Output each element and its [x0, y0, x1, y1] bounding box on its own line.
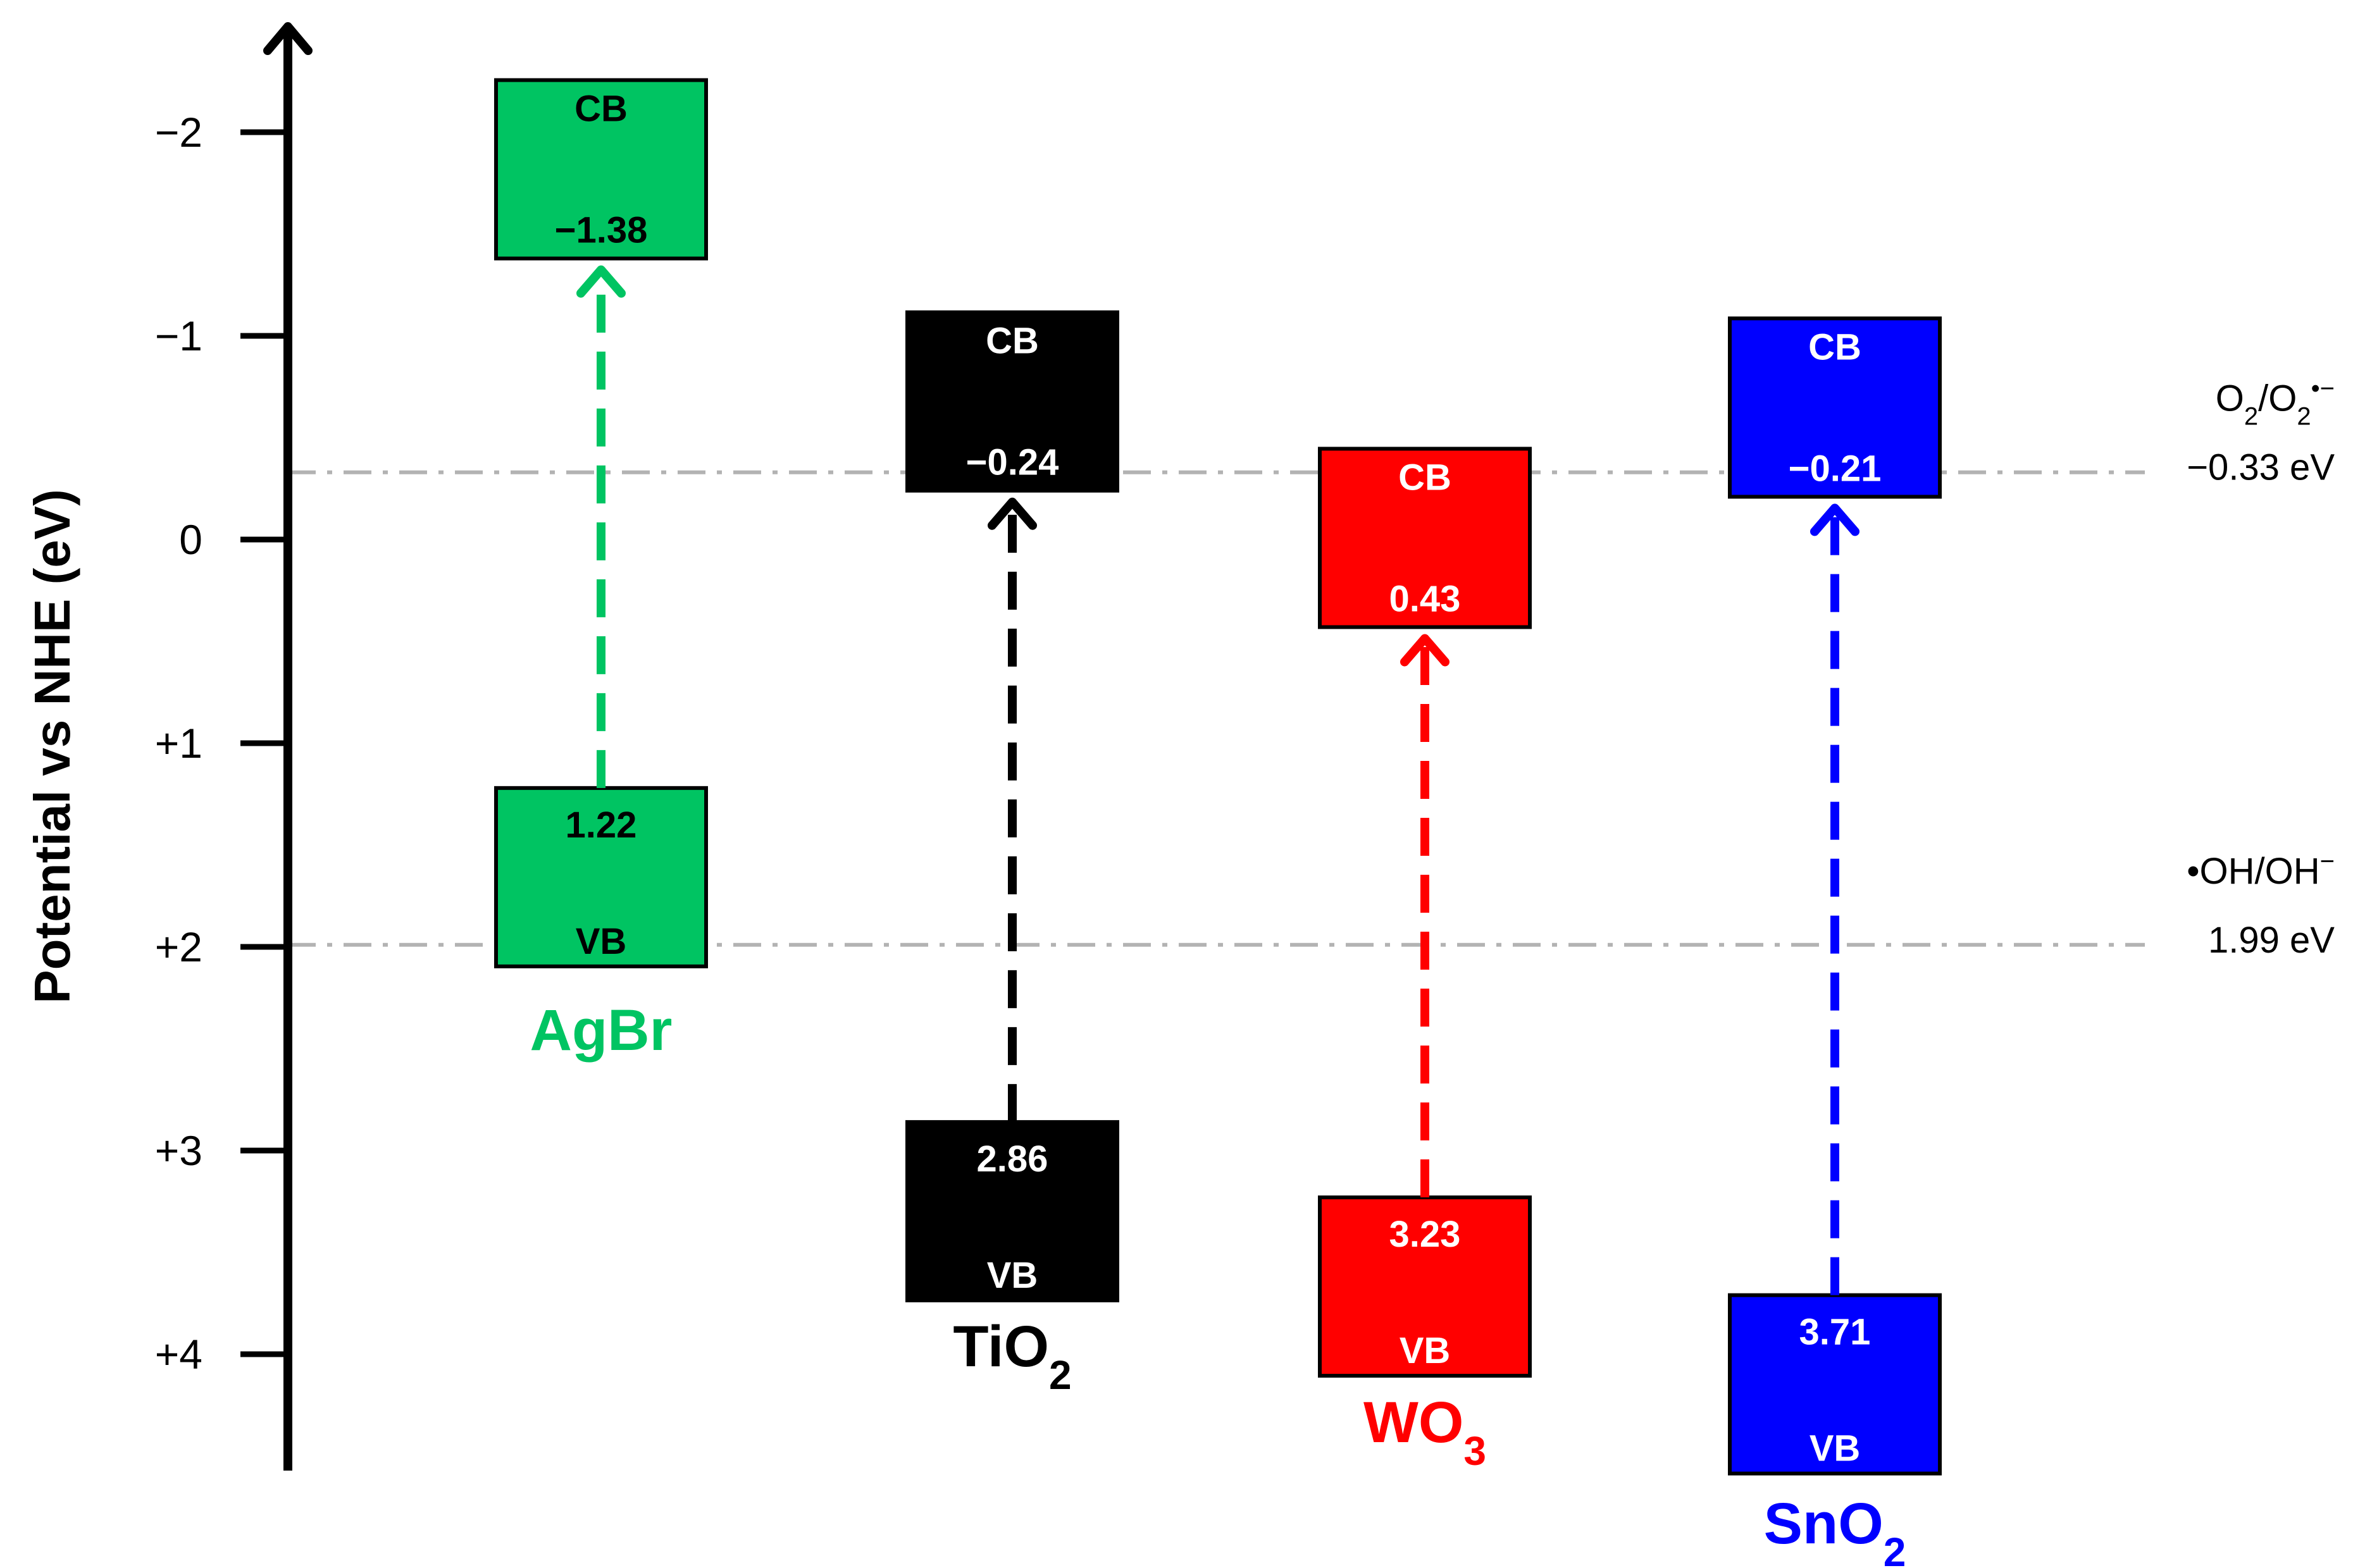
- tick-label: −1: [155, 312, 202, 359]
- cb-box: [494, 78, 708, 261]
- cb-value: −0.21: [1789, 448, 1882, 489]
- tick-label: +2: [155, 923, 202, 970]
- excitation-arrowhead: [988, 497, 1037, 530]
- vb-value: 3.23: [1389, 1214, 1461, 1255]
- tick-label: +3: [155, 1127, 202, 1174]
- cb-label: CB: [574, 89, 628, 130]
- reference-value: 1.99 eV: [2208, 920, 2335, 961]
- cb-value: −1.38: [555, 210, 648, 251]
- materials: CB−1.381.22VBAgBrCB−0.242.86VBTiO2CB0.43…: [494, 78, 1942, 1568]
- excitation-arrowhead: [1810, 503, 1859, 536]
- potential-axis: Potential vs NHE (eV) −2 −1 0 +1 +2 +3 +4: [24, 22, 313, 1471]
- axis-arrowhead: [263, 22, 313, 55]
- cb-value: 0.43: [1389, 578, 1461, 619]
- material-label: SnO2: [1764, 1491, 1906, 1568]
- material-label: AgBr: [530, 998, 673, 1063]
- vb-label: VB: [1400, 1330, 1451, 1371]
- tick-label: −2: [155, 109, 202, 156]
- cb-box: [1318, 447, 1532, 629]
- vb-label: VB: [1810, 1428, 1861, 1469]
- material-label: TiO2: [953, 1314, 1071, 1398]
- reference-name: O2/O2•−: [2216, 375, 2335, 431]
- excitation-arrowhead: [1400, 634, 1450, 667]
- reference-value: −0.33 eV: [2187, 447, 2335, 488]
- cb-label: CB: [1398, 457, 1451, 498]
- tick-label: +1: [155, 720, 202, 767]
- vb-label: VB: [576, 921, 627, 962]
- cb-box: [905, 310, 1119, 493]
- material-label: WO3: [1363, 1390, 1486, 1474]
- cb-box: [1728, 316, 1942, 499]
- cb-label: CB: [986, 321, 1039, 362]
- vb-value: 2.86: [977, 1139, 1048, 1180]
- tick-label: 0: [179, 516, 202, 563]
- cb-label: CB: [1808, 326, 1861, 367]
- vb-value: 3.71: [1799, 1312, 1871, 1353]
- vb-value: 1.22: [566, 805, 637, 846]
- reference-name: •OH/OH−: [2187, 848, 2335, 892]
- tick-label: +4: [155, 1331, 202, 1378]
- cb-value: −0.24: [966, 442, 1059, 483]
- vb-box: [1318, 1195, 1532, 1378]
- vb-label: VB: [987, 1255, 1038, 1296]
- axis-title: Potential vs NHE (eV): [24, 489, 80, 1004]
- excitation-arrowhead: [576, 265, 626, 298]
